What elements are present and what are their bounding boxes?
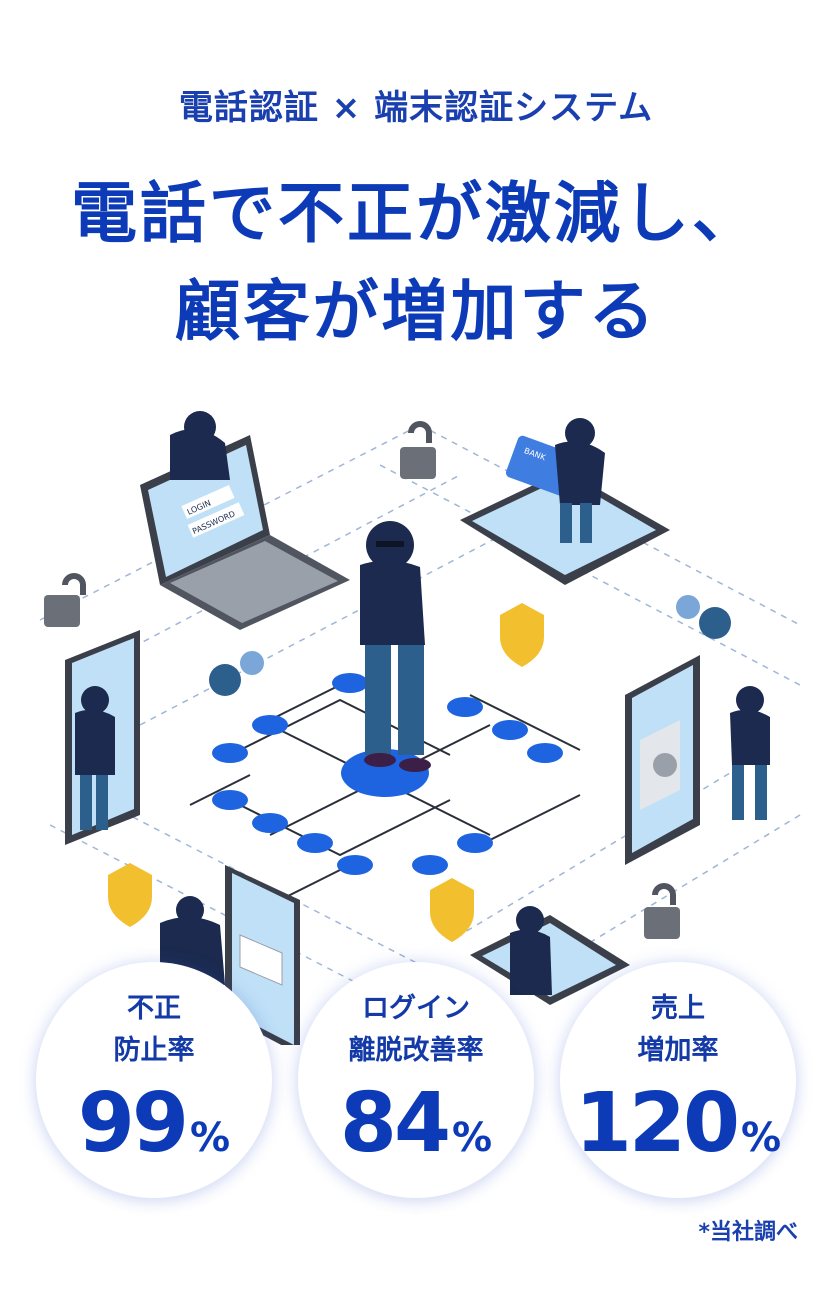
- fraud-network-illustration: LOGIN PASSWORD BANK: [39, 411, 801, 1045]
- stat-value: 84%: [339, 1076, 493, 1171]
- shield-icon: [108, 603, 544, 942]
- subtitle: 電話認証 × 端末認証システム: [178, 88, 654, 128]
- stat-label-line1: 不正: [127, 993, 181, 1024]
- stat-value: 120%: [574, 1076, 782, 1171]
- central-hacker: [360, 521, 431, 772]
- tablet-bottom-right: [470, 906, 630, 1005]
- stat-unit: %: [452, 1115, 493, 1161]
- stat-unit: %: [190, 1115, 231, 1161]
- phone-left: [65, 630, 140, 845]
- headline-line-1: 電話で不正が激減し、: [71, 175, 761, 252]
- stat-login-churn-improvement: ログイン 離脱改善率 84%: [298, 962, 534, 1198]
- stat-label-line2: 離脱改善率: [348, 1035, 484, 1066]
- headline-line-2: 顧客が増加する: [174, 273, 658, 350]
- stat-fraud-prevention: 不正 防止率 99%: [36, 962, 272, 1198]
- stat-value: 99%: [77, 1076, 231, 1171]
- hacker-laptop: [170, 411, 230, 480]
- stat-sales-increase: 売上 増加率 120%: [560, 962, 796, 1198]
- tablet-envelope: [160, 865, 300, 1045]
- padlock-icon: [44, 421, 680, 939]
- footnote: *当社調べ: [698, 1220, 798, 1245]
- gear-icon: [209, 595, 731, 696]
- stat-label-line2: 防止率: [113, 1035, 195, 1066]
- stat-label-line1: 売上: [651, 993, 705, 1024]
- tablet-bank-card: BANK: [460, 418, 670, 585]
- laptop-icon: LOGIN PASSWORD: [140, 435, 350, 630]
- stat-label-line2: 増加率: [637, 1035, 719, 1066]
- stat-label-line1: ログイン: [362, 993, 470, 1024]
- stat-unit: %: [741, 1115, 782, 1161]
- phone-right-safe: [625, 655, 770, 865]
